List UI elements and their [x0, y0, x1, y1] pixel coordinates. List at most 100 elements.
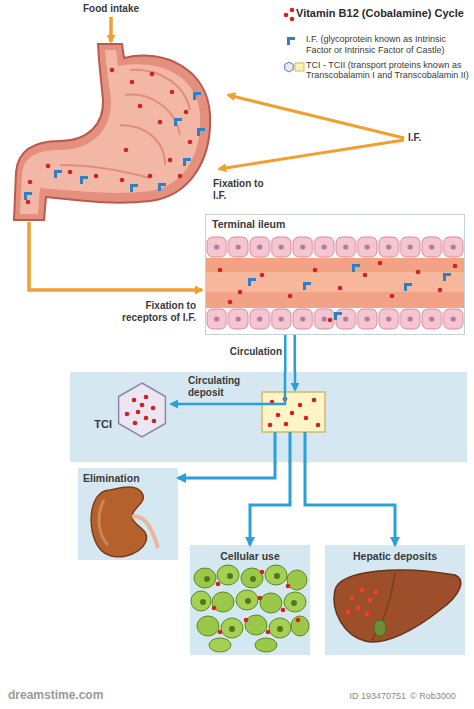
annotation-label: Fixation to I.F. — [213, 178, 265, 202]
stomach-illustration — [130, 70, 190, 110]
intrinsic-factor-mark — [130, 184, 138, 192]
vitamin-dot — [124, 148, 129, 153]
intrinsic-factor-mark — [24, 192, 32, 200]
intrinsic-factor-mark — [24, 92, 205, 200]
intrinsic-factor-mark — [303, 282, 311, 290]
vitamin-dot — [212, 570, 301, 635]
annotation-label: Food intake — [76, 3, 146, 15]
orange-arrow — [219, 140, 404, 169]
vitamin-dot — [144, 395, 149, 400]
vitamin-dot — [312, 398, 317, 403]
vitamin-dot — [281, 608, 286, 613]
annotation-label: Fixation to receptors of I.F. — [100, 300, 196, 324]
cell-illustration — [241, 568, 263, 588]
transcobalamin-deposit — [125, 371, 325, 463]
orange-arrow — [29, 17, 404, 290]
orange-arrow — [109, 17, 113, 42]
intrinsic-factor-mark — [158, 183, 166, 191]
vitamin-dot — [338, 286, 343, 291]
intrinsic-factor-mark — [443, 273, 451, 281]
cell-illustration — [191, 565, 309, 652]
stomach-illustration — [120, 125, 165, 165]
vitamin-dot — [152, 419, 157, 424]
vitamin-dot — [120, 178, 125, 183]
vitamin-dot — [188, 140, 193, 145]
vitamin-dot — [138, 104, 143, 109]
watermark-text: © Rob3000 — [410, 691, 470, 702]
stomach-illustration — [125, 95, 180, 135]
cell-illustration — [265, 565, 287, 585]
vitamin-dot — [286, 584, 291, 589]
liver-illustration — [334, 570, 461, 642]
connector — [284, 335, 296, 372]
watermark-text: dreamstime.com — [8, 688, 148, 702]
node-label: TCI — [82, 418, 112, 431]
cell-illustration — [255, 638, 277, 652]
stomach-illustration — [20, 50, 200, 214]
vitamin-dot — [316, 423, 321, 428]
title-dots — [290, 8, 295, 13]
cell-nucleus — [250, 576, 256, 582]
vitamin-dot — [296, 618, 301, 623]
circulation-line — [289, 432, 292, 463]
intrinsic-factor-mark — [193, 92, 201, 100]
intrinsic-factor-mark — [248, 264, 451, 320]
intrinsic-factor-symbol — [287, 37, 295, 45]
hexagon-outline — [114, 382, 170, 438]
vitamin-dot — [26, 200, 31, 205]
vitamin-dot — [416, 270, 421, 275]
vitamin-dot — [132, 398, 137, 403]
kidney-illustration — [91, 487, 158, 557]
vitamin-dot — [260, 273, 265, 278]
intrinsic-factor-mark — [352, 264, 360, 272]
liver-illustration — [334, 570, 461, 642]
node-label: Circulating deposit — [188, 375, 254, 399]
vitamin-dot — [438, 288, 443, 293]
cell-illustration — [212, 592, 234, 612]
vitamin-dot — [178, 174, 183, 179]
node-label: Terminal ileum — [206, 215, 464, 234]
vitamin-dot — [216, 582, 221, 587]
vitamin-dot — [268, 423, 273, 428]
vitamin-dot — [266, 630, 271, 635]
vitamin-dot — [276, 413, 281, 418]
vitamin-dot — [150, 72, 155, 77]
cell-illustration — [269, 618, 291, 638]
stomach-illustration — [14, 44, 210, 220]
vitamin-dot — [363, 273, 368, 278]
ileum-illustration — [206, 258, 464, 308]
vitamin-dot — [144, 416, 149, 421]
vitamin-dot — [365, 612, 370, 617]
vitamin-dot — [133, 421, 138, 426]
connector-inner — [287, 335, 294, 372]
vitamin-dot — [390, 294, 395, 299]
watermark-text: ID 193470751 — [318, 691, 406, 702]
intrinsic-factor-mark — [80, 176, 88, 184]
vitamin-dot — [238, 290, 243, 295]
vitamin-dot — [260, 570, 265, 575]
vitamin-dot — [298, 403, 303, 408]
transcobalamin-hexagon: TCI — [114, 382, 170, 438]
vitamin-dot — [136, 410, 141, 415]
cell-nucleus — [200, 599, 206, 605]
legend-text: I.F. (glycoprotein known as Intrinsic Fa… — [306, 34, 472, 56]
kidney-illustration — [132, 517, 158, 548]
circulation-line — [304, 432, 307, 463]
node-label: Elimination — [83, 472, 173, 485]
vitamin-dot — [110, 68, 115, 73]
transcobalamin-deposit — [262, 392, 325, 432]
vitamin-dot — [270, 400, 275, 405]
cell-illustration — [260, 593, 282, 613]
vitamin-dot — [244, 618, 249, 623]
kidney-illustration — [99, 500, 108, 545]
intrinsic-factor-mark — [174, 118, 182, 126]
vitamin-dot — [288, 294, 293, 299]
liver-illustration — [374, 620, 386, 636]
vitamin-dot — [168, 158, 173, 163]
vitamin-dot — [378, 261, 383, 266]
vitamin-dot — [350, 596, 355, 601]
stomach-illustration — [14, 44, 210, 220]
transcobalamin-symbol — [295, 63, 304, 71]
elimination-box: Elimination — [78, 468, 178, 560]
vitamin-dot — [284, 422, 289, 427]
